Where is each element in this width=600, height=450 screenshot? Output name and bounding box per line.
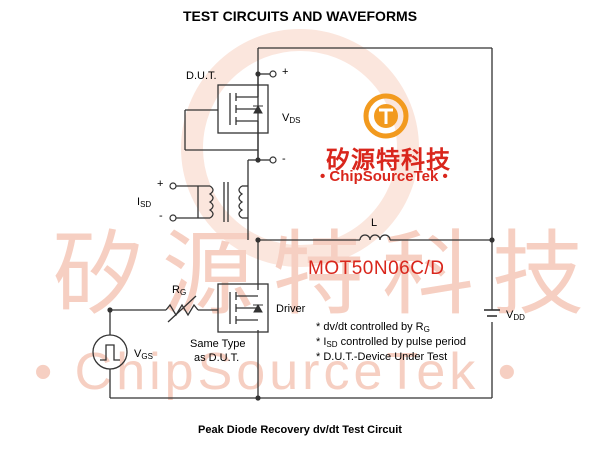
inductor-coil	[359, 234, 391, 241]
part-number-label: MOT50N06C/D	[308, 258, 445, 279]
dut-plus-terminal: +	[282, 66, 289, 78]
dut-mosfet-body	[217, 84, 269, 134]
rg-label: RG	[172, 284, 187, 297]
inductor-label: L	[371, 217, 378, 229]
chipsourcetek-logo-icon	[363, 93, 409, 139]
note-dvdt: * dv/dt controlled by RG	[316, 321, 430, 334]
vgs-source-circle	[92, 334, 128, 370]
transformer-secondary	[238, 185, 244, 219]
gate-resistor	[165, 303, 199, 317]
note-isd: * ISD controlled by pulse period	[316, 336, 466, 349]
isd-label: ISD	[137, 196, 152, 209]
brand-english-name: • ChipSourceTek •	[320, 168, 448, 185]
vdd-label: VDD	[506, 309, 525, 322]
isd-minus-terminal: -	[159, 210, 163, 222]
transformer-primary	[208, 185, 214, 219]
vds-label: VDS	[282, 112, 301, 125]
figure-caption: Peak Diode Recovery dv/dt Test Circuit	[198, 424, 402, 436]
driver-label: Driver	[276, 303, 306, 315]
dut-label: D.U.T.	[186, 70, 217, 82]
same-type-line1: Same Type	[190, 338, 246, 350]
vgs-label: VGS	[134, 348, 153, 361]
vgs-pulse-icon	[100, 344, 120, 361]
page-title: TEST CIRCUITS AND WAVEFORMS	[182, 8, 418, 24]
same-type-line2: as D.U.T.	[194, 352, 240, 364]
dut-minus-terminal: -	[282, 153, 286, 165]
note-dut-definition: * D.U.T.-Device Under Test	[316, 351, 448, 363]
brand-chinese-name: 矽源特科技	[326, 146, 451, 174]
driver-mosfet-body	[217, 283, 269, 333]
isd-plus-terminal: +	[157, 178, 164, 190]
